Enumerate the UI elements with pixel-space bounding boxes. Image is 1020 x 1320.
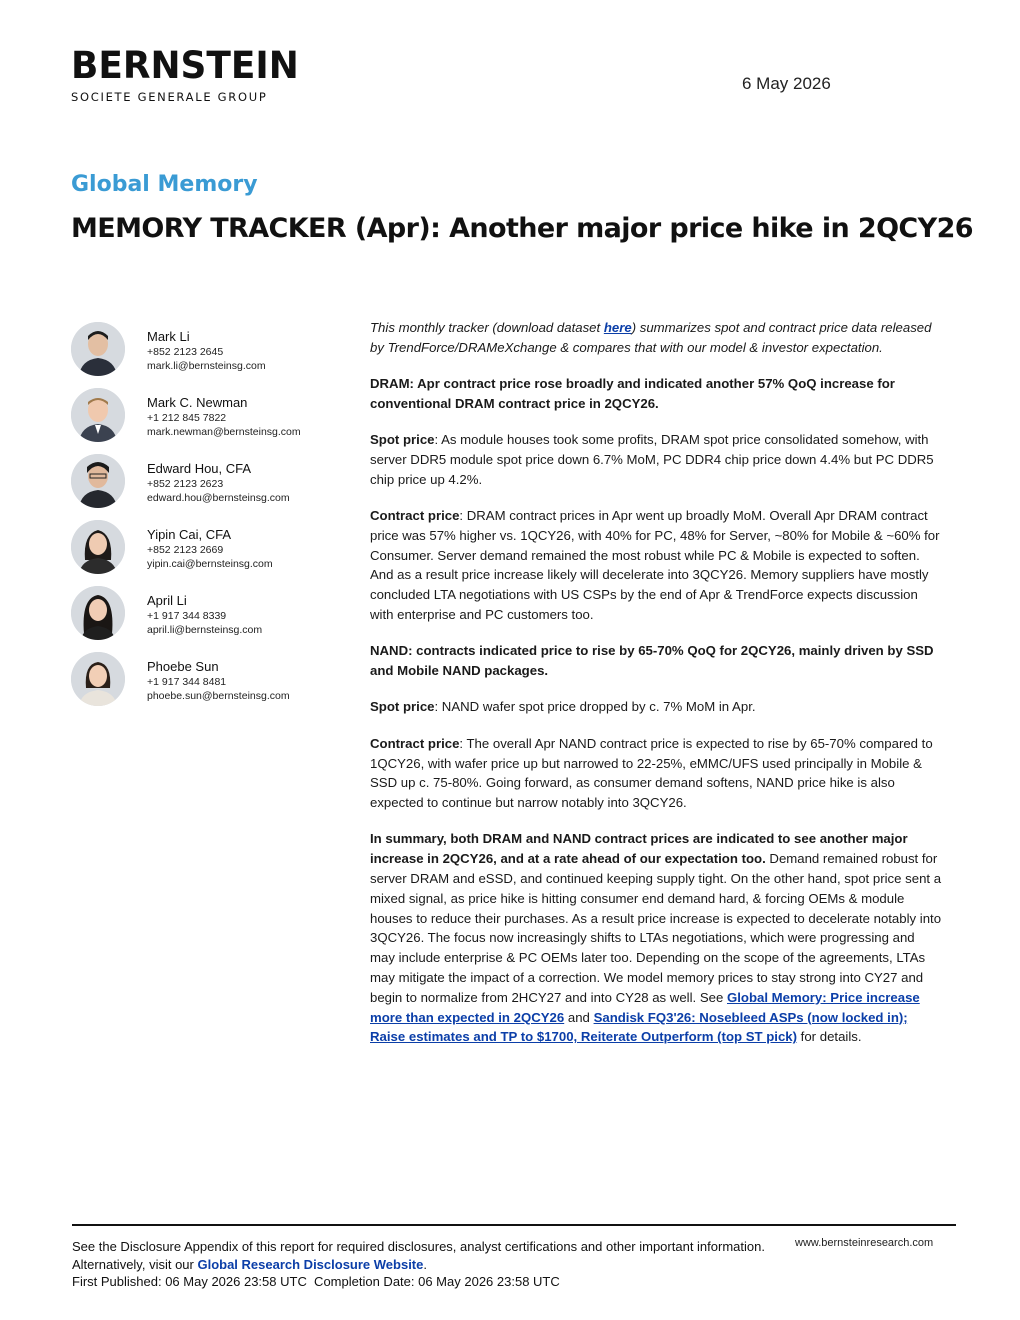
analyst-email[interactable]: mark.li@bernsteinsg.com <box>147 360 266 372</box>
summary-and: and <box>564 1009 594 1025</box>
report-headline: MEMORY TRACKER (Apr): Another major pric… <box>71 213 974 244</box>
dram-spot-label: Spot price <box>370 432 435 448</box>
global-memory-report-link[interactable]: Global Memory: Price increase more than … <box>370 989 920 1025</box>
analyst-photo-icon <box>71 454 125 508</box>
disclosure-text: See the Disclosure Appendix of this repo… <box>72 1239 765 1272</box>
nand-contract-label: Contract price <box>370 735 460 751</box>
nand-contract-paragraph: Contract price: The overall Apr NAND con… <box>370 734 942 813</box>
dram-heading: DRAM: Apr contract price rose broadly an… <box>370 376 895 411</box>
disclosure-period: . <box>423 1256 427 1272</box>
intro-text: This monthly tracker (download dataset <box>370 320 604 335</box>
analyst-card: Phoebe Sun +1 917 344 8481 phoebe.sun@be… <box>71 652 331 718</box>
analyst-photo-icon <box>71 520 125 574</box>
report-body: This monthly tracker (download dataset h… <box>370 318 942 1064</box>
summary-end: for details. <box>797 1029 862 1045</box>
dram-spot-paragraph: Spot price: As module houses took some p… <box>370 430 942 489</box>
intro-paragraph: This monthly tracker (download dataset h… <box>370 318 942 358</box>
sector-title: Global Memory <box>71 172 258 197</box>
published-line: First Published: 06 May 2026 23:58 UTC C… <box>72 1274 560 1289</box>
analyst-list: Mark Li +852 2123 2645 mark.li@bernstein… <box>71 322 331 718</box>
dataset-link[interactable]: here <box>603 320 632 335</box>
analyst-name: Phoebe Sun <box>147 659 219 674</box>
analyst-photo-icon <box>71 388 125 442</box>
analyst-name: Mark Li <box>147 329 190 344</box>
footer-disclosure: See the Disclosure Appendix of this repo… <box>72 1238 772 1291</box>
analyst-phone: +852 2123 2645 <box>147 346 224 358</box>
analyst-card: Edward Hou, CFA +852 2123 2623 edward.ho… <box>71 454 331 520</box>
analyst-phone: +1 212 845 7822 <box>147 412 227 424</box>
analyst-card: Yipin Cai, CFA +852 2123 2669 yipin.cai@… <box>71 520 331 586</box>
dram-contract-paragraph: Contract price: DRAM contract prices in … <box>370 506 942 625</box>
logo-subline: SOCIETE GENERALE GROUP <box>71 90 268 104</box>
nand-heading: NAND: contracts indicated price to rise … <box>370 643 934 679</box>
analyst-email[interactable]: mark.newman@bernsteinsg.com <box>147 426 301 438</box>
analyst-name: April Li <box>147 593 187 608</box>
analyst-phone: +852 2123 2623 <box>147 478 224 490</box>
analyst-photo-icon <box>71 322 125 376</box>
logo-wordmark: BERNSTEIN <box>71 44 299 87</box>
nand-spot-label: Spot price <box>370 699 435 715</box>
analyst-card: Mark C. Newman +1 212 845 7822 mark.newm… <box>71 388 331 454</box>
analyst-email[interactable]: phoebe.sun@bernsteinsg.com <box>147 690 290 702</box>
analyst-photo-icon <box>71 586 125 640</box>
footer-website[interactable]: www.bernsteinresearch.com <box>795 1237 934 1249</box>
disclosure-line: See the Disclosure Appendix of this repo… <box>72 1238 772 1273</box>
analyst-card: April Li +1 917 344 8339 april.li@bernst… <box>71 586 331 652</box>
disclosure-website-link[interactable]: Global Research Disclosure Website <box>197 1256 424 1272</box>
dram-contract-label: Contract price <box>370 508 460 524</box>
analyst-phone: +1 917 344 8481 <box>147 676 227 688</box>
footer-divider <box>72 1224 956 1226</box>
analyst-name: Yipin Cai, CFA <box>147 527 232 542</box>
dram-spot-text: : As module houses took some profits, DR… <box>370 432 934 487</box>
sandisk-report-link[interactable]: Sandisk FQ3'26: Nosebleed ASPs (now lock… <box>370 1009 908 1045</box>
analyst-email[interactable]: yipin.cai@bernsteinsg.com <box>147 558 273 570</box>
analyst-card: Mark Li +852 2123 2645 mark.li@bernstein… <box>71 322 331 388</box>
dram-contract-text: : DRAM contract prices in Apr went up br… <box>370 508 940 623</box>
report-date: 6 May 2026 <box>742 74 831 93</box>
intro-text-end: ) summarizes spot and contract price dat… <box>370 320 932 355</box>
nand-spot-text: : NAND wafer spot price dropped by c. 7%… <box>434 699 756 715</box>
summary-text: Demand remained robust for server DRAM a… <box>370 851 942 1005</box>
analyst-name: Mark C. Newman <box>147 395 248 410</box>
analyst-photo-icon <box>71 652 125 706</box>
analyst-phone: +852 2123 2669 <box>147 544 224 556</box>
summary-bold: In summary, both DRAM and NAND contract … <box>370 831 908 867</box>
nand-spot-paragraph: Spot price: NAND wafer spot price droppe… <box>370 697 942 717</box>
analyst-name: Edward Hou, CFA <box>147 461 252 476</box>
summary-paragraph: In summary, both DRAM and NAND contract … <box>370 829 942 1047</box>
analyst-email[interactable]: april.li@bernsteinsg.com <box>147 624 263 636</box>
analyst-email[interactable]: edward.hou@bernsteinsg.com <box>147 492 290 504</box>
analyst-phone: +1 917 344 8339 <box>147 610 227 622</box>
nand-contract-text: : The overall Apr NAND contract price is… <box>370 735 933 811</box>
bernstein-logo: BERNSTEIN SOCIETE GENERALE GROUP <box>71 47 306 104</box>
